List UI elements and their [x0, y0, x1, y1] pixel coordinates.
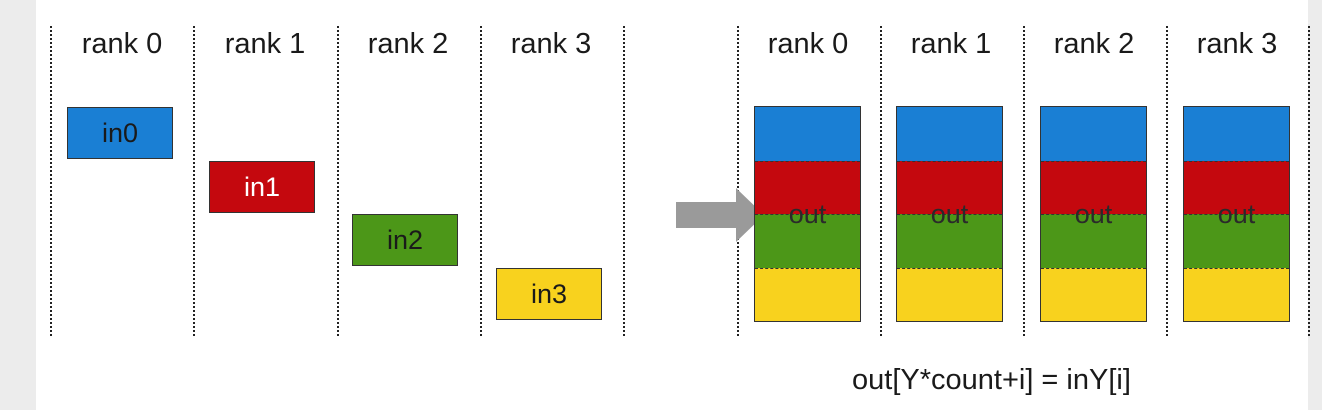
divider [880, 26, 882, 336]
right-arrow-icon [676, 188, 764, 242]
output-label: out [1074, 199, 1113, 229]
divider [1166, 26, 1168, 336]
output-label: out [930, 199, 969, 229]
divider [623, 26, 625, 336]
output-segment [1041, 267, 1146, 321]
divider [737, 26, 739, 336]
input-block: in3 [496, 268, 602, 320]
formula-text: out[Y*count+i] = inY[i] [852, 364, 1131, 396]
rank-label: rank 1 [224, 28, 306, 60]
rank-label: rank 2 [367, 28, 449, 60]
divider [337, 26, 339, 336]
output-buffer: out [896, 106, 1003, 322]
divider [1023, 26, 1025, 336]
output-segment [1041, 107, 1146, 161]
output-segment [1041, 160, 1146, 215]
input-block: in1 [209, 161, 315, 213]
output-segment [755, 214, 860, 269]
divider [193, 26, 195, 336]
output-segment [1184, 267, 1289, 321]
output-label: out [788, 199, 827, 229]
output-segment [755, 267, 860, 321]
output-label: out [1217, 199, 1256, 229]
input-block: in2 [352, 214, 458, 266]
output-buffer: out [1183, 106, 1290, 322]
input-block: in0 [67, 107, 173, 159]
output-segment [897, 267, 1002, 321]
output-segment [1184, 214, 1289, 269]
rank-label: rank 3 [1196, 28, 1278, 60]
output-segment [897, 214, 1002, 269]
divider [480, 26, 482, 336]
rank-label: rank 3 [510, 28, 592, 60]
divider [50, 26, 52, 336]
allgather-diagram: rank 0 rank 1 rank 2 rank 3 rank 0 rank … [36, 0, 1310, 410]
output-segment [755, 160, 860, 215]
rank-label: rank 2 [1053, 28, 1135, 60]
rank-label: rank 0 [81, 28, 163, 60]
output-segment [1184, 107, 1289, 161]
output-segment [1041, 214, 1146, 269]
output-segment [897, 107, 1002, 161]
rank-label: rank 0 [767, 28, 849, 60]
output-buffer: out [754, 106, 861, 322]
divider [1308, 26, 1310, 336]
output-segment [755, 107, 860, 161]
output-segment [897, 160, 1002, 215]
output-buffer: out [1040, 106, 1147, 322]
rank-label: rank 1 [910, 28, 992, 60]
output-segment [1184, 160, 1289, 215]
